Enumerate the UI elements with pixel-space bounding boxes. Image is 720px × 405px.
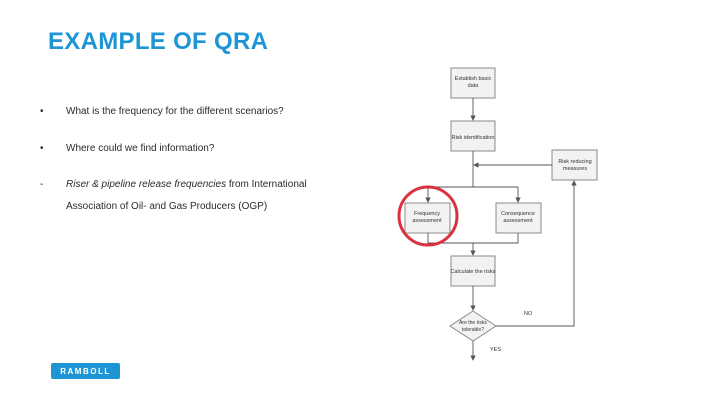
consequence-line1: Consequence <box>501 211 535 217</box>
flow-connectors <box>425 98 577 361</box>
risk-identification-label: Risk identification <box>452 135 495 141</box>
ramboll-logo: RAMBOLL <box>51 363 120 379</box>
decision-line2: tolerable? <box>462 327 484 333</box>
frequency-line1: Frequency <box>414 211 440 217</box>
decision-line1: Are the risks <box>459 320 487 326</box>
establish-data-line2: data <box>468 83 480 89</box>
bullet-text: Riser & pipeline release frequencies fro… <box>66 179 307 190</box>
calculate-risks-box: Calculate the risks <box>450 255 496 287</box>
risk-reducing-line2: measures <box>563 166 587 172</box>
bullet-italic-text: Riser & pipeline release frequencies <box>66 179 227 190</box>
frequency-assessment-box: Frequency assessment <box>404 202 451 234</box>
slide-title: EXAMPLE OF QRA <box>48 28 269 55</box>
highlight-circle <box>397 185 459 247</box>
no-label: NO <box>524 311 533 317</box>
bullet-text: Where could we find information? <box>66 143 215 154</box>
consequence-assessment-box: Consequence assessment <box>495 202 542 234</box>
establish-data-line1: Establish basic <box>455 76 492 82</box>
risk-identification-box: Risk identification <box>450 120 496 152</box>
decision-diamond: Are the risks tolerable? <box>449 310 497 342</box>
bullet-text: Association of Oil- and Gas Producers (O… <box>66 201 268 212</box>
bullet-marker: - <box>40 179 44 190</box>
risk-reducing-box: Risk reducing measures <box>551 149 598 181</box>
connector-no-loop <box>496 180 577 327</box>
consequence-line2: assessment <box>503 218 533 224</box>
calculate-risks-label: Calculate the risks <box>451 269 496 275</box>
risk-reducing-line1: Risk reducing <box>558 159 591 165</box>
bullet-rest-text: from International <box>226 179 307 190</box>
yes-label: YES <box>490 347 501 353</box>
establish-data-box: Establish basic data <box>450 67 496 99</box>
bullet-marker: • <box>40 143 44 154</box>
frequency-line2: assessment <box>412 218 442 224</box>
bullet-text: What is the frequency for the different … <box>66 106 284 117</box>
bullet-marker: • <box>40 106 44 117</box>
